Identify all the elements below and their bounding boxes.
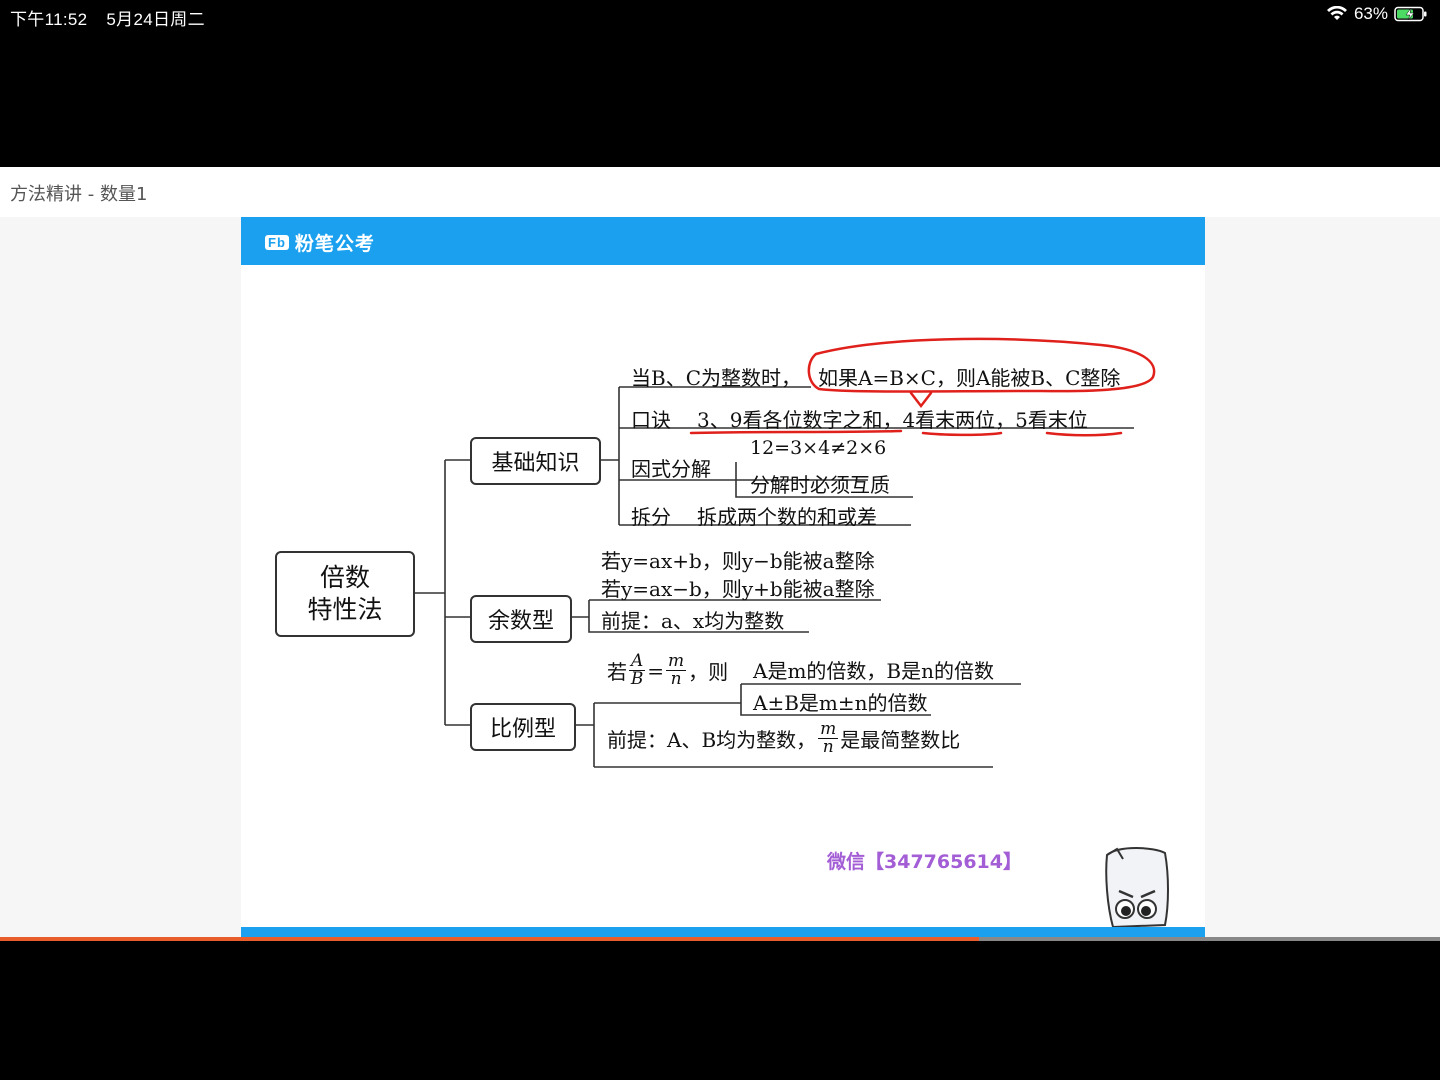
mnemonic-text: 3、9看各位数字之和，4看末两位，5看末位 (697, 408, 1088, 432)
wechat-watermark: 微信【347765614】 (827, 851, 1022, 873)
ratio-condition: 若 A B = m n ，则 (607, 653, 728, 688)
factorization-label: 因式分解 (631, 457, 711, 481)
ratio-fraction-ab: A B (629, 651, 646, 689)
mascot-icon (1105, 847, 1169, 929)
basic-rule-prefix: 当B、C为整数时， (631, 366, 801, 390)
battery-percent: 63% (1353, 4, 1388, 23)
wifi-icon (1326, 6, 1347, 20)
ratio-if-label: 若 (607, 660, 627, 684)
video-progress-fill (0, 937, 980, 941)
branch-ratio-type: 比例型 (470, 703, 576, 751)
ratio-premise-prefix: 前提：A、B均为整数， (607, 728, 817, 752)
status-date: 5月24日周二 (106, 10, 205, 29)
factorization-example: 12=3×4≠2×6 (750, 437, 887, 459)
course-title-bar (0, 167, 1440, 217)
ratio-equals: = (647, 658, 665, 683)
lecture-slide: Fb 粉笔公考 (241, 217, 1205, 939)
slide-header: Fb 粉笔公考 (241, 217, 1205, 265)
slide-footer (241, 927, 1205, 939)
status-bar: 下午11:52 5月24日周二 63% (0, 0, 1440, 30)
ratio-result-sum-diff: A±B是m±n的倍数 (753, 691, 928, 715)
ratio-fraction-ab-num: A (629, 651, 646, 671)
ratio-premise: 前提：A、B均为整数， m n 是最简整数比 (607, 721, 960, 756)
ratio-premise-suffix: 是最简整数比 (840, 728, 961, 752)
ratio-result-multiples: A是m的倍数，B是n的倍数 (753, 659, 994, 683)
brand-logo: Fb 粉笔公考 (265, 229, 375, 256)
root-node: 倍数 特性法 (275, 551, 415, 637)
battery-charging-icon (1394, 6, 1427, 22)
ratio-fraction-ab-den: B (630, 669, 644, 689)
basic-rule: 如果A=B×C，则A能被B、C整除 (818, 366, 1121, 390)
split-label: 拆分 (631, 505, 671, 529)
brand-logo-text: 粉笔公考 (294, 233, 375, 255)
video-progress-bar[interactable] (0, 937, 1440, 941)
ratio-premise-fraction-den: n (822, 737, 834, 757)
remainder-rule-minus: 若y=ax−b，则y+b能被a整除 (601, 577, 875, 601)
mnemonic-label: 口诀 (631, 408, 671, 432)
ratio-fraction-mn-num: m (666, 651, 687, 671)
factorization-note: 分解时必须互质 (750, 473, 890, 497)
status-time: 下午11:52 (10, 10, 88, 29)
ratio-fraction-mn: m n (666, 651, 687, 689)
remainder-premise: 前提：a、x均为整数 (601, 609, 785, 633)
brand-logo-mark: Fb (265, 235, 289, 250)
course-title: 方法精讲 - 数量1 (10, 184, 148, 205)
mindmap-connectors (414, 337, 1156, 768)
ratio-premise-fraction: m n (818, 719, 839, 757)
branch-basic-knowledge: 基础知识 (470, 437, 601, 485)
split-note: 拆成两个数的和或差 (697, 505, 877, 529)
branch-remainder-type: 余数型 (470, 595, 572, 643)
ratio-then-label: ，则 (688, 660, 729, 684)
ratio-premise-fraction-num: m (818, 719, 839, 739)
ratio-fraction-mn-den: n (670, 669, 682, 689)
remainder-rule-plus: 若y=ax+b，则y−b能被a整除 (601, 549, 875, 573)
